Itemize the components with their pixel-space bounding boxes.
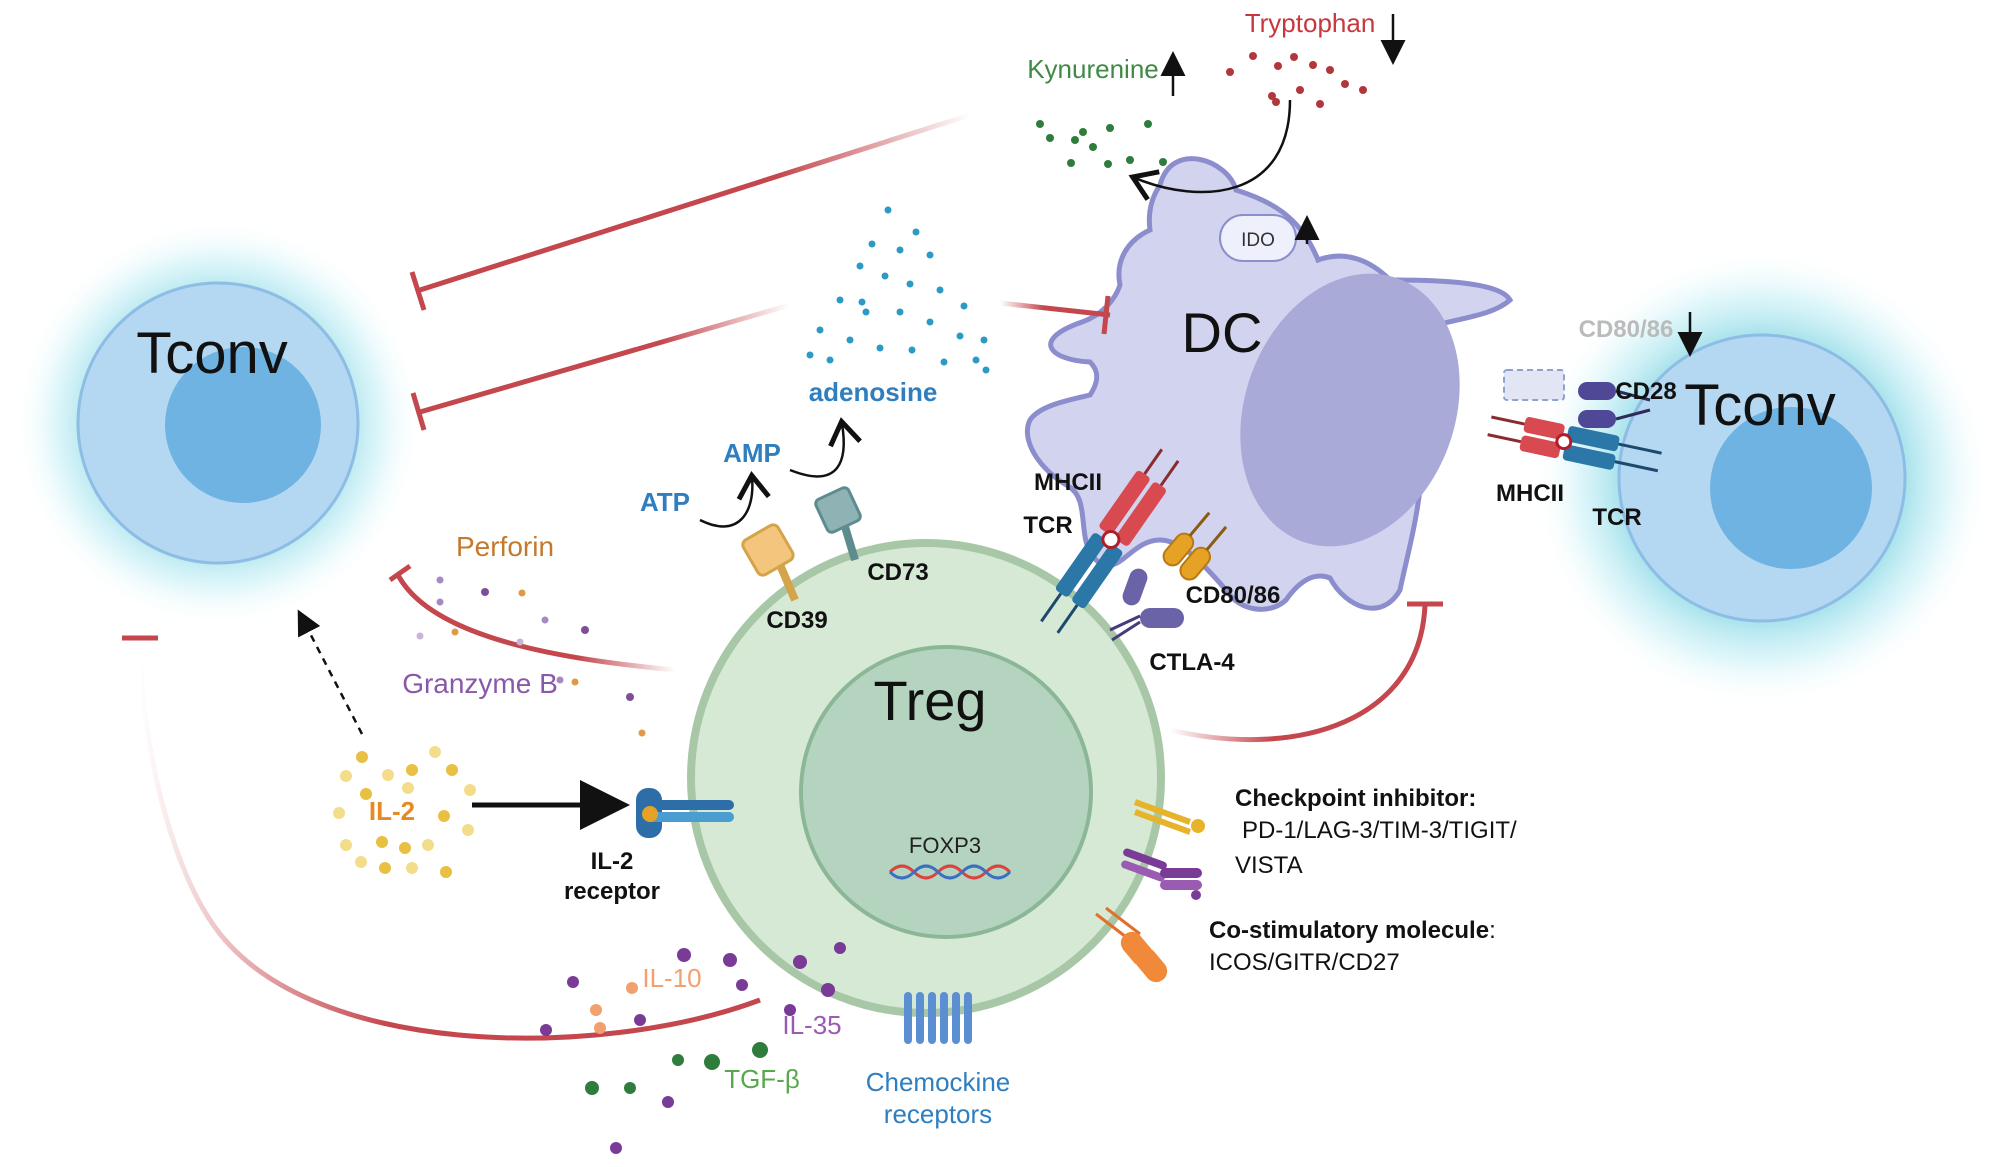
mhcii-tcr-left-complex [1040,448,1180,634]
kynurenine-label: Kynurenine [1027,54,1159,84]
inhibit-line-cytokines [137,639,761,1041]
tgfb-label: TGF-β [724,1064,800,1094]
checkpoint-title: Checkpoint inhibitor: [1235,785,1476,812]
mhcii-left-label: MHCII [1034,469,1102,496]
cd80-86-faded-icon [1503,369,1565,401]
cd39-label: CD39 [766,607,827,634]
ido-label: IDO [1241,230,1275,251]
inhibition-lines [122,112,1443,1041]
il2-receptor-label-2: receptor [564,878,660,905]
perforin-granzyme-dots [416,576,646,737]
perforin-label: Perforin [456,531,554,562]
cd73-receptor-icon [814,486,862,562]
tconv-right-label: Tconv [1684,373,1836,438]
tconv-left-cell: Tconv [13,218,423,628]
checkpoint-receptor-icon-purple [1121,848,1202,900]
inhibit-line-adenosine-dc [999,300,1111,318]
costim-line1: ICOS/GITR/CD27 [1209,949,1400,976]
adenosine-label: adenosine [809,377,938,407]
cd80-86-top-label: CD80/86 [1579,316,1674,343]
checkpoint-line2: VISTA [1235,852,1303,879]
cd80-86-ctla4-complex [1109,511,1228,642]
amp-to-adenosine-arrow [789,417,862,478]
chemokine-label-2: receptors [884,1099,992,1129]
checkpoint-receptor-icon-yellow [1133,799,1205,835]
mhcii-tcr-right-complex [1487,415,1662,473]
chemokine-label-1: Chemockine [866,1067,1011,1097]
treg-label: Treg [873,669,986,732]
tconv-right-cell [1532,248,1992,708]
il10-label: IL-10 [642,963,701,993]
checkpoint-line1: PD-1/LAG-3/TIM-3/TIGIT/ [1242,817,1517,844]
tcr-right-label: TCR [1592,504,1641,531]
il2-dots [333,746,476,878]
kynurenine-dots [1036,120,1167,168]
dna-helix-icon [888,864,1012,880]
tcr-left-label: TCR [1023,512,1072,539]
cd28-complex-icon [1578,382,1651,428]
foxp3-label: FOXP3 [909,833,981,858]
costim-title: Co-stimulatory molecule: [1209,917,1496,944]
inhibit-line-kynurenine [419,112,971,293]
mhcii-right-label: MHCII [1496,480,1564,507]
il2-to-tconv-dashed-arrow [297,609,364,735]
cd73-label: CD73 [867,559,928,586]
dc-label: DC [1182,301,1263,364]
il35-label: IL-35 [782,1010,841,1040]
amp-label: AMP [723,438,781,468]
tryptophan-dots [1226,52,1367,108]
granzyme-label: Granzyme B [402,668,558,699]
il2-receptor-icon [636,788,734,838]
tryptophan-label: Tryptophan [1245,8,1376,38]
tconv-left-label: Tconv [136,321,288,386]
atp-to-amp-arrow [699,471,771,528]
adenosine-dots [806,206,990,374]
cd28-label: CD28 [1615,378,1676,405]
costim-receptor-icon-orange [1095,906,1168,983]
ctla4-label: CTLA-4 [1149,649,1235,676]
cytokine-dots [540,942,846,1154]
cd80-86-mid-label: CD80/86 [1186,582,1281,609]
inhibit-line-perforin [394,571,676,673]
il2-label: IL-2 [369,796,415,826]
inhibit-line-adenosine-tconv [419,302,791,415]
il2-receptor-label-1: IL-2 [591,848,634,875]
atp-label: ATP [640,487,690,517]
treg-cell: Treg FOXP3 [687,539,1165,1017]
chemokine-receptor-icon [904,992,972,1044]
cd39-receptor-icon [741,523,799,602]
ido-conversion-arrow [1128,99,1292,201]
inhibit-line-treg-dc [1169,604,1428,743]
